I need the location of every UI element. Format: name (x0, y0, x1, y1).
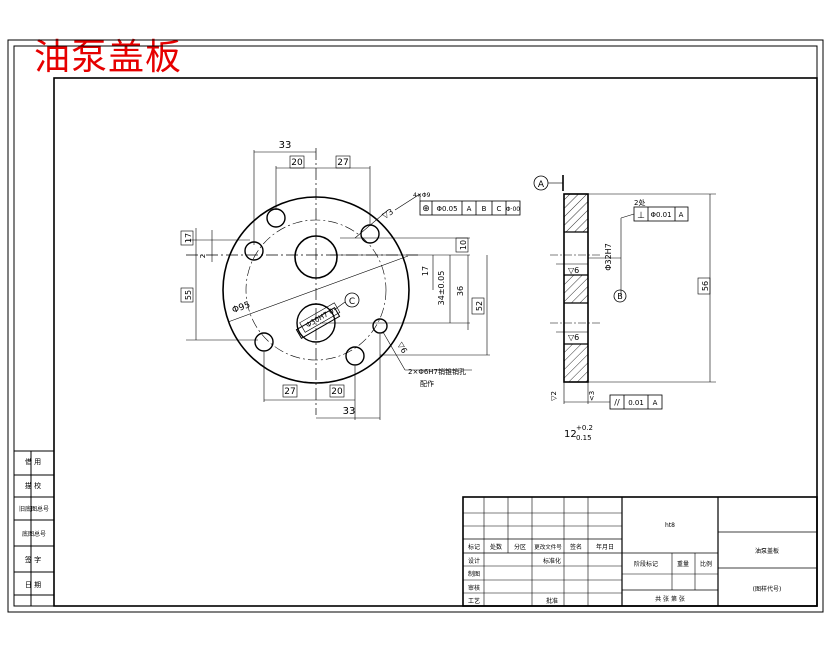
thickness: 12 (564, 429, 577, 440)
side-label-1: 描 校 (25, 481, 41, 490)
side-rough-b: ▽6 (568, 333, 579, 342)
hatch-mid (564, 275, 588, 303)
dim-top-27: 27 (337, 158, 348, 168)
drawing-code: (图样代号) (753, 585, 782, 593)
drawing-name: 油泵盖板 (755, 547, 779, 555)
drawing-title: 油泵盖板 (34, 37, 183, 78)
bolt-hole-5 (345, 346, 365, 366)
side-view: A ▽6 ▽6 Φ32H7 B (533, 175, 716, 442)
side-height: 56 (701, 281, 710, 291)
dim-left-55: 55 (184, 290, 193, 300)
approve-label: 批准 (546, 597, 558, 605)
perp-tag: 2处 (634, 198, 645, 207)
sheets-label: 共 张 第 张 (655, 595, 685, 603)
side-bot-right: <3 (588, 391, 596, 401)
stage-mark: 阶段标记 (634, 560, 658, 568)
dim-right-10: 10 (459, 240, 468, 250)
section-c-label: C (349, 297, 355, 307)
dim-top-20: 20 (291, 158, 303, 168)
dim-bot-20: 20 (331, 387, 343, 397)
perp-symbol: ⊥ (637, 211, 645, 221)
cover-outline (222, 196, 410, 384)
perp-value: Φ0.01 (650, 211, 671, 219)
side-label-4: 签 字 (25, 555, 41, 564)
dim-bot-27: 27 (284, 387, 295, 397)
keyway-slot (295, 306, 341, 340)
rev-header-5: 年月日 (596, 543, 614, 551)
dim-bot-33: 33 (343, 406, 356, 417)
perp-ref: A (679, 211, 684, 219)
datum-b-bubble (613, 289, 627, 303)
par-symbol: // (614, 398, 620, 407)
side-diameter: Φ32H7 (604, 243, 613, 271)
inner-frame (13, 45, 818, 607)
dim-top-33: 33 (279, 140, 292, 151)
side-label-0: 借 用 (25, 457, 41, 466)
datum-b-label: B (617, 292, 623, 301)
dim-diameter: Φ95 (231, 300, 252, 316)
dim-left-2: 2 (199, 254, 207, 258)
outer-frame (7, 39, 824, 613)
pin-hole (372, 318, 388, 334)
gdt-top-tag: 4×Φ9 (413, 192, 431, 199)
side-label-5: 日 期 (25, 581, 41, 589)
bolt-hole-2 (360, 224, 380, 244)
side-label-3: 底图总号 (22, 530, 46, 538)
par-ref: A (653, 399, 658, 407)
rev-header-0: 标记 (468, 543, 480, 551)
section-c-bubble (344, 292, 360, 308)
side-rough-a: ▽6 (568, 266, 579, 275)
gdt-top-value: Φ0.05 (436, 205, 457, 213)
title-block: 标记 处数 分区 更改文件号 签名 年月日 设计 制图 审核 工艺 标准化 批准… (462, 496, 818, 607)
std-label: 标准化 (543, 557, 561, 565)
side-bot-left: ▽2 (550, 391, 558, 401)
dim-right-36: 36 (456, 286, 465, 296)
bolt-hole-4 (254, 332, 274, 352)
drawing-border (53, 77, 818, 607)
gdt-top-ref-c: C (497, 205, 502, 213)
datum-a-label: A (538, 180, 545, 190)
role-3: 工艺 (468, 597, 480, 605)
left-label-strip: 借 用 描 校 旧底图总号 底图总号 签 字 日 期 (14, 450, 54, 606)
weight-label: 重量 (677, 560, 689, 568)
material: ht8 (665, 522, 675, 529)
front-view: 33 20 27 27 20 33 17 2 5 (180, 140, 521, 420)
holes-note: 2×Φ6H7销锥销孔 (408, 367, 466, 376)
gdt-top-mark: Φ·00 (506, 206, 520, 213)
bolt-circle (245, 219, 387, 361)
bolt-hole-1 (266, 208, 286, 228)
gdt-top-ref-b: B (482, 205, 487, 213)
dim-left-17: 17 (184, 233, 193, 243)
rev-header-2: 分区 (514, 543, 526, 551)
rev-header-3: 更改文件号 (534, 543, 562, 551)
dim-right-52: 52 (475, 301, 484, 311)
thickness-tol-up: +0.2 (576, 424, 593, 432)
gdt-top-symbol: ⊕ (422, 204, 430, 214)
holes-note-2: 配作 (420, 379, 434, 388)
dim-right-34: 34±0.05 (437, 271, 446, 306)
dim-center-bore: Φ30H7 0 (305, 307, 336, 329)
thickness-tol-down: 0.15 (576, 434, 592, 442)
side-label-2: 旧底图总号 (19, 505, 49, 513)
role-2: 审核 (468, 584, 480, 592)
rough-bot: ▽6 (395, 341, 408, 355)
rev-header-4: 签名 (570, 543, 582, 551)
rough-top: ▽3 (381, 207, 395, 220)
hatch-top (564, 194, 588, 232)
scale-label: 比例 (700, 560, 712, 568)
hatch-bot (564, 344, 588, 382)
dim-right-17: 17 (421, 266, 430, 276)
role-1: 制图 (468, 570, 480, 578)
center-bore (294, 235, 338, 279)
gdt-top-ref-a: A (467, 205, 472, 213)
rev-header-1: 处数 (490, 543, 502, 551)
role-0: 设计 (468, 557, 480, 565)
par-value: 0.01 (628, 399, 644, 407)
